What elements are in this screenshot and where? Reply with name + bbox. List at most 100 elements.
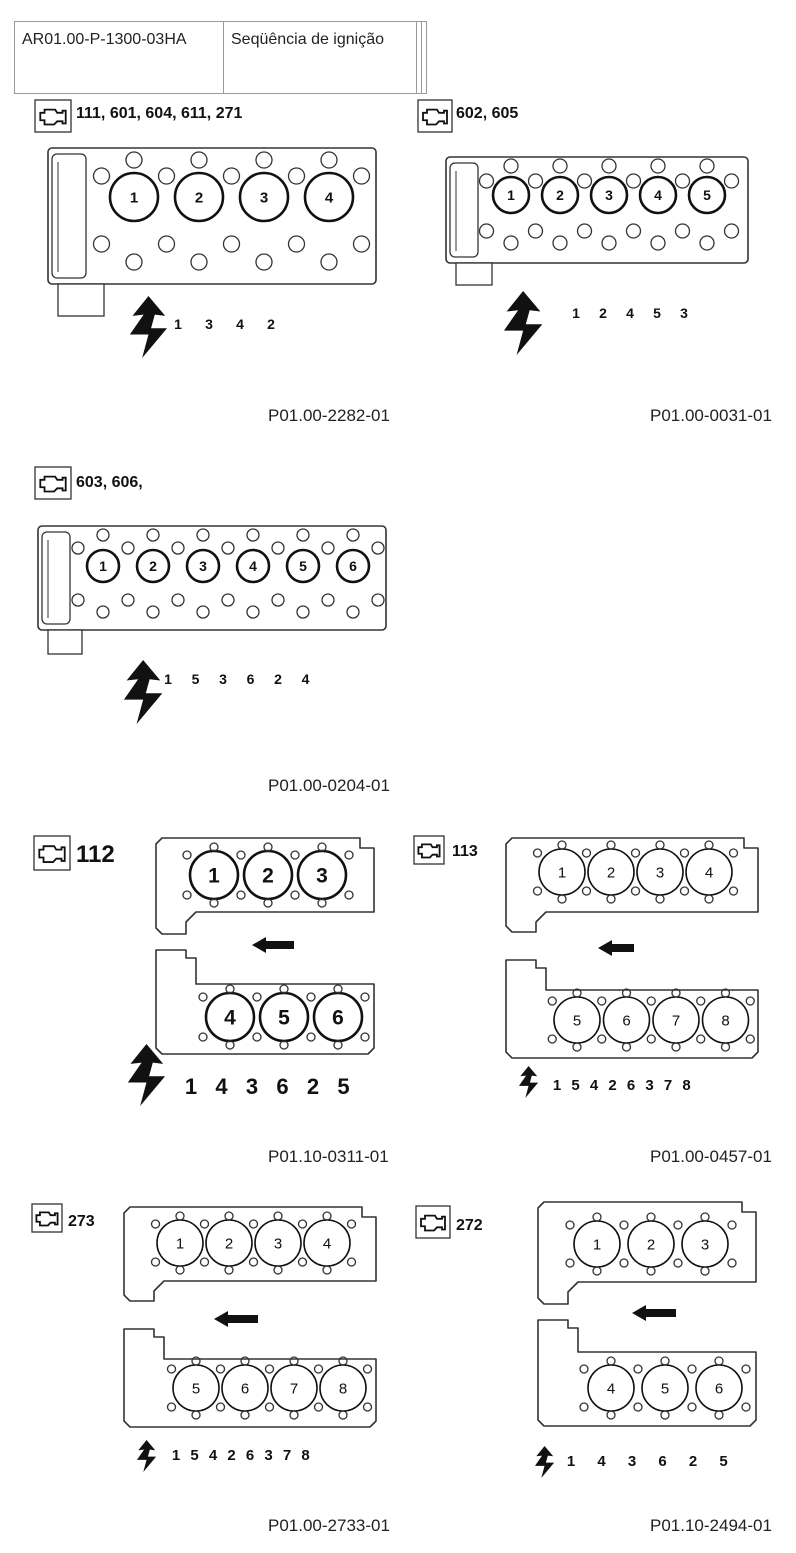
bolt-hole [322, 1211, 332, 1221]
bolt-hole [146, 528, 160, 542]
bolt-hole [601, 235, 617, 251]
bolt-hole [714, 1356, 724, 1366]
firing-order-number: 1 [164, 671, 172, 687]
bolt-hole [478, 173, 495, 189]
cylinder-number: 4 [654, 187, 662, 203]
bolt-hole [264, 1364, 275, 1374]
bolt-hole [346, 528, 360, 542]
cylinder-number: 5 [299, 558, 307, 574]
bolt-hole [741, 1402, 751, 1412]
cylinder-number: 4 [249, 558, 257, 574]
bolt-hole [745, 996, 755, 1006]
bolt-hole [248, 1219, 259, 1229]
firing-order-number: 2 [307, 1074, 319, 1099]
bolt-hole [704, 894, 714, 904]
cylinder-bore [303, 171, 355, 223]
firing-order-number: 5 [192, 671, 200, 687]
firing-order-number: 6 [247, 671, 255, 687]
bolt-hole [606, 1356, 616, 1366]
cylinder-number: 6 [332, 1007, 344, 1030]
cylinder-bore [173, 171, 225, 223]
bolt-hole [621, 988, 632, 998]
bolt-hole [150, 1219, 161, 1229]
cylinder-bore [638, 175, 678, 215]
bolt-hole [547, 1034, 557, 1044]
firing-order-number: 8 [682, 1077, 690, 1094]
firing-order-number: 1 [567, 1453, 575, 1470]
firing-order-number: 1 [172, 1447, 180, 1464]
bolt-hole [199, 1219, 210, 1229]
cylinder-number: 5 [661, 1380, 669, 1397]
bolt-hole [271, 593, 285, 607]
figure-code: P01.10-0311-01 [268, 1147, 389, 1166]
firing-order-number: 2 [227, 1447, 235, 1464]
bolt-hole [362, 1364, 373, 1374]
bolt-hole [371, 541, 385, 555]
bolt-hole [236, 890, 246, 900]
head-tab [455, 262, 493, 286]
bolt-hole [121, 593, 135, 607]
header-table: AR01.00-P-1300-03HA Seqüência de ignição [14, 21, 427, 94]
bolt-hole [182, 850, 192, 860]
bolt-hole [289, 1356, 299, 1366]
bolt-hole [728, 848, 739, 858]
bolt-hole [171, 593, 185, 607]
bolt-hole [527, 173, 544, 189]
cylinder-number: 3 [656, 864, 664, 881]
engine-codes: 111, 601, 604, 611, 271 [76, 105, 242, 122]
bolt-hole [121, 541, 135, 555]
bolt-hole [565, 1258, 575, 1268]
firing-order-number: 6 [627, 1077, 635, 1094]
bolt-hole [674, 173, 691, 189]
ignition-spark-icon [127, 1044, 166, 1106]
firing-order-number: 4 [626, 305, 634, 321]
cylinder-number: 6 [349, 558, 357, 574]
bolt-hole [592, 1212, 602, 1222]
bolt-hole [633, 1364, 643, 1374]
bolt-hole [321, 593, 335, 607]
bolt-hole [263, 898, 273, 908]
engine-icon-frame [33, 835, 71, 871]
bolt-hole [704, 840, 714, 850]
bolt-hole [333, 984, 343, 994]
firing-order-number: 1 [553, 1077, 561, 1094]
bolt-hole [660, 1410, 670, 1420]
bolt-hole [532, 886, 543, 896]
cylinder-number: 3 [260, 189, 268, 206]
bolt-hole [290, 890, 300, 900]
cylinder-bore [135, 548, 171, 584]
engine-icon-shape [420, 1214, 446, 1232]
bolt-hole [572, 1042, 582, 1052]
bolt-hole [581, 848, 592, 858]
bolt-hole [344, 850, 354, 860]
firing-order-number: 1 [174, 316, 182, 332]
timing-case [41, 531, 71, 625]
cylinder-bore [185, 548, 221, 584]
bolt-hole [264, 1402, 275, 1412]
bolt-hole [679, 848, 690, 858]
bolt-hole [687, 1402, 697, 1412]
bolt-hole [246, 605, 260, 619]
cylinder-number: 3 [274, 1235, 282, 1252]
firing-order-number: 7 [664, 1077, 672, 1094]
bolt-hole [71, 541, 85, 555]
bolt-hole [728, 886, 739, 896]
cylinder-number: 4 [705, 864, 713, 881]
direction-arrow-icon [214, 1311, 258, 1327]
ignition-spark-icon [518, 1066, 539, 1098]
bolt-hole [248, 1257, 259, 1267]
engine-codes: 273 [68, 1213, 95, 1230]
bolt-hole [745, 1034, 755, 1044]
bolt-hole [196, 528, 210, 542]
bolt-hole [696, 996, 706, 1006]
bolt-hole [696, 1034, 706, 1044]
firing-order-number: 4 [590, 1077, 599, 1094]
bolt-hole [606, 840, 616, 850]
bolt-hole [317, 898, 327, 908]
firing-order-number: 4 [215, 1074, 228, 1099]
firing-order-number: 2 [274, 671, 282, 687]
cylinder-number: 2 [607, 864, 615, 881]
engine-icon-frame [34, 99, 72, 133]
bolt-hole [297, 1257, 308, 1267]
bolt-hole [597, 1034, 607, 1044]
